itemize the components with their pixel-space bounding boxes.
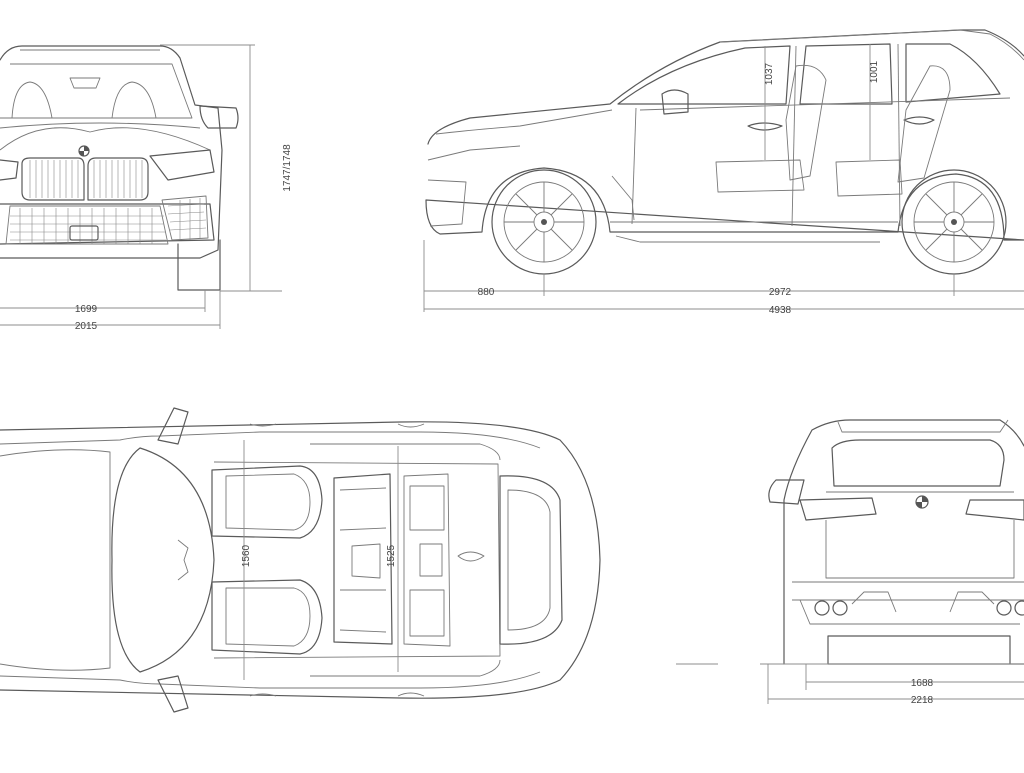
tail-light-right (965, 499, 1024, 521)
top-view-dimensions: 1560 1525 (241, 440, 399, 680)
top-mirror-left (157, 407, 189, 445)
wheelbase-label: 2972 (769, 287, 792, 298)
front-track-label: 1699 (75, 304, 98, 315)
side-view (425, 29, 1024, 275)
exhaust-tips (814, 600, 1024, 616)
side-rear-wheel (901, 169, 1007, 275)
top-windshield (111, 447, 215, 673)
front-headlight-right (149, 149, 215, 181)
front-view (0, 45, 239, 291)
front-tire (177, 239, 221, 291)
top-front-seat-left (211, 465, 323, 539)
length-label: 4938 (769, 305, 792, 316)
top-rear-bench (333, 473, 393, 645)
rear-headroom-label: 1001 (869, 60, 880, 83)
front-mirror (199, 105, 239, 129)
top-mirror-right (157, 675, 189, 713)
rear-view (768, 419, 1024, 665)
rear-track-label: 1688 (911, 678, 934, 689)
front-headroom-label: 1037 (764, 62, 775, 85)
side-window-rear (799, 43, 893, 105)
top-view (0, 407, 601, 713)
side-front-wheel (491, 169, 597, 275)
front-door-handle (747, 122, 783, 131)
front-view-dimensions: 1747/1748 1699 2015 (0, 44, 293, 332)
top-front-seat-right (211, 579, 323, 655)
height-label: 1747/1748 (282, 144, 293, 192)
rear-shoulder-label: 1525 (386, 544, 397, 567)
rear-view-dimensions: 1688 2218 (676, 663, 1024, 706)
rear-width-label: 2218 (911, 695, 934, 706)
side-mirror (661, 89, 689, 115)
side-window-front (617, 45, 791, 105)
side-window-quarter (905, 43, 1001, 103)
front-width-label: 2015 (75, 321, 98, 332)
front-shoulder-label: 1560 (241, 544, 252, 567)
side-view-dimensions: 1037 1001 880 2972 4938 (423, 44, 1024, 316)
rear-window (831, 439, 1005, 487)
tail-light-left (799, 497, 877, 521)
rear-door-handle (903, 116, 935, 125)
front-plate-holder (69, 225, 99, 241)
front-headlight-left (0, 159, 19, 181)
rear-mirror (768, 479, 805, 505)
top-rear-window (499, 475, 563, 645)
kidney-grille (21, 157, 149, 201)
front-overhang-label: 880 (478, 287, 495, 298)
